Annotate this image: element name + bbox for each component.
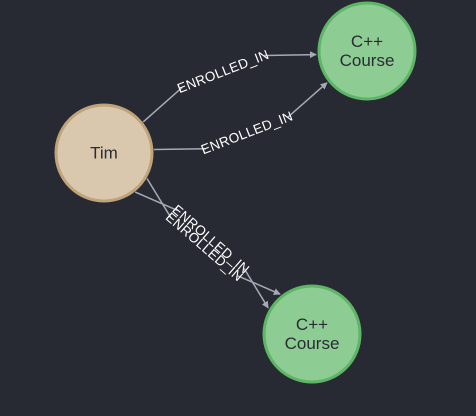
edge-line bbox=[142, 86, 183, 123]
edges-layer: ENROLLED_INENROLLED_INENROLLED_INENROLLE… bbox=[134, 47, 328, 309]
node-circle bbox=[262, 284, 362, 384]
edge-arrow bbox=[287, 82, 328, 118]
edge-arrow bbox=[237, 275, 281, 295]
edge-line bbox=[153, 147, 206, 151]
node-person[interactable]: Tim bbox=[54, 103, 154, 203]
node-label: Tim bbox=[90, 144, 118, 163]
node-label: C++ bbox=[296, 315, 328, 334]
edge-line bbox=[146, 178, 172, 219]
node-label: C++ bbox=[351, 32, 383, 51]
edge-label: ENROLLED_IN bbox=[163, 209, 246, 284]
edge-label: ENROLLED_IN bbox=[199, 108, 295, 157]
edge-line bbox=[134, 191, 179, 212]
edge-arrow bbox=[264, 51, 317, 59]
node-circle bbox=[317, 1, 417, 101]
node-course[interactable]: C++Course bbox=[317, 1, 417, 101]
edge-label: ENROLLED_IN bbox=[169, 202, 252, 277]
node-label: Course bbox=[340, 51, 395, 70]
edge-arrow bbox=[243, 267, 269, 309]
node-label: Course bbox=[285, 334, 340, 353]
node-circle bbox=[54, 103, 154, 203]
edge-label: ENROLLED_IN bbox=[175, 47, 271, 96]
node-course[interactable]: C++Course bbox=[262, 284, 362, 384]
